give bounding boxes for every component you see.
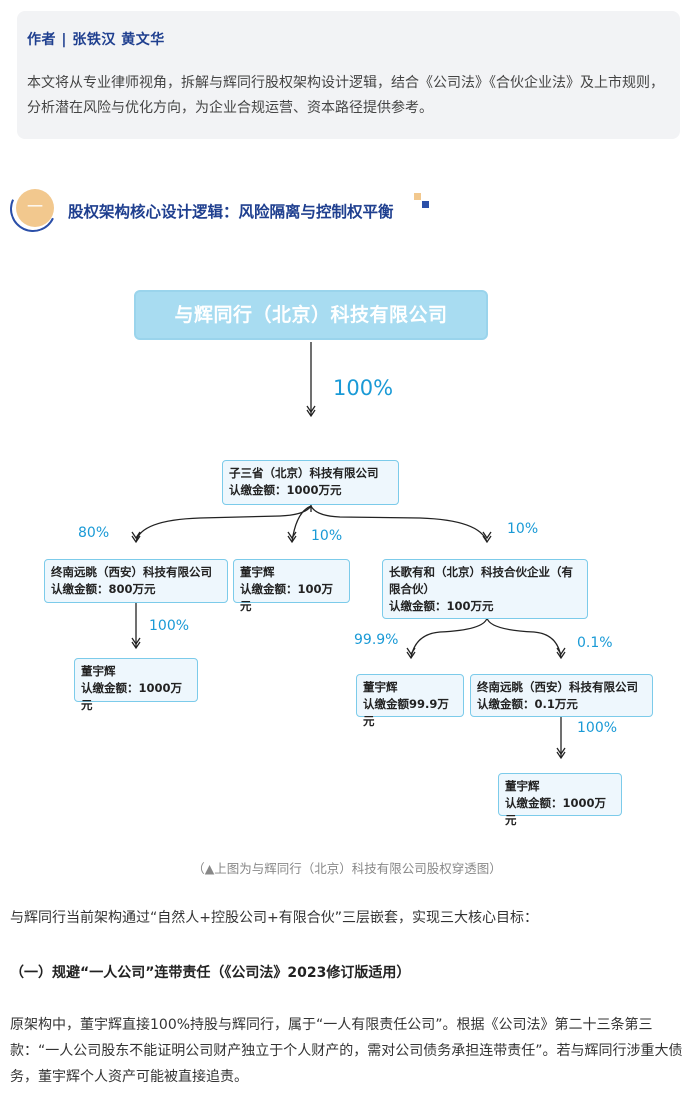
node-name: 终南远眺（西安）科技有限公司 bbox=[477, 680, 638, 694]
decor-square-blue bbox=[422, 201, 429, 208]
pct-100-c-label: 100% bbox=[577, 720, 618, 736]
node-zisansheng: 子三省（北京）科技有限公司 认缴金额：1000万元 bbox=[222, 460, 399, 505]
top-company-node: 与辉同行（北京）科技有限公司 bbox=[134, 290, 488, 340]
node-amount: 认缴金额99.9万元 bbox=[363, 697, 449, 728]
node-name: 长歌有和（北京）科技合伙企业（有限合伙） bbox=[389, 565, 573, 596]
node-name: 董宇辉 bbox=[505, 779, 540, 793]
node-amount: 认缴金额：100万元 bbox=[389, 599, 494, 613]
node-zhongnan-2: 终南远眺（西安）科技有限公司 认缴金额：0.1万元 bbox=[470, 674, 653, 717]
author-line: 作者 | 张铁汉 黄文华 bbox=[27, 32, 165, 48]
pct-top-label: 100% bbox=[333, 376, 394, 400]
pct-100-b-label: 100% bbox=[149, 618, 190, 634]
node-name: 董宇辉 bbox=[240, 565, 275, 579]
node-amount: 认缴金额：1000万元 bbox=[505, 796, 607, 827]
equity-structure-diagram: 与辉同行（北京）科技有限公司 100% 子三省（北京）科技有限公司 认缴金额：1… bbox=[0, 280, 694, 840]
section-title: 股权架构核心设计逻辑：风险隔离与控制权平衡 bbox=[68, 203, 394, 221]
node-dong-1000-a: 董宇辉 认缴金额：1000万元 bbox=[74, 658, 198, 712]
node-amount: 认缴金额：0.1万元 bbox=[477, 697, 578, 711]
intro-box: 作者 | 张铁汉 黄文华 本文将从专业律师视角，拆解与辉同行股权架构设计逻辑，结… bbox=[17, 11, 680, 139]
node-name: 董宇辉 bbox=[363, 680, 398, 694]
pct-10-a-label: 10% bbox=[311, 528, 343, 544]
node-zhongnan-1: 终南远眺（西安）科技有限公司 认缴金额：800万元 bbox=[44, 559, 228, 603]
diagram-caption: （▲上图为与辉同行（北京）科技有限公司股权穿透图） bbox=[192, 861, 502, 876]
node-amount: 认缴金额：1000万元 bbox=[81, 681, 183, 712]
decor-square-gold bbox=[414, 193, 421, 200]
connector-lines bbox=[131, 342, 566, 760]
node-dong-1000-b: 董宇辉 认缴金额：1000万元 bbox=[498, 773, 622, 827]
subheading-1: （一）规避“一人公司”连带责任（《公司法》2023修订版适用） bbox=[10, 965, 411, 981]
node-name: 终南远眺（西安）科技有限公司 bbox=[51, 565, 212, 579]
node-amount: 认缴金额：800万元 bbox=[51, 582, 156, 596]
pct-99-9-label: 99.9% bbox=[354, 632, 399, 648]
pct-80-label: 80% bbox=[78, 525, 110, 541]
node-name: 董宇辉 bbox=[81, 664, 116, 678]
node-amount: 认缴金额：100万元 bbox=[240, 582, 334, 613]
body-paragraph-1: 与辉同行当前架构通过“自然人+控股公司+有限合伙”三层嵌套，实现三大核心目标： bbox=[10, 910, 538, 926]
node-dong-99-9: 董宇辉 认缴金额99.9万元 bbox=[356, 674, 464, 728]
section-number: 一 bbox=[16, 189, 54, 227]
section-number-badge: 一 bbox=[3, 179, 63, 239]
section-heading: 一 股权架构核心设计逻辑：风险隔离与控制权平衡 bbox=[3, 179, 440, 239]
pct-10-b-label: 10% bbox=[507, 521, 539, 537]
pct-0-1-label: 0.1% bbox=[577, 635, 613, 651]
intro-text: 本文将从专业律师视角，拆解与辉同行股权架构设计逻辑，结合《公司法》《合伙企业法》… bbox=[27, 75, 664, 116]
node-name: 子三省（北京）科技有限公司 bbox=[229, 466, 379, 480]
node-dong-100: 董宇辉 认缴金额：100万元 bbox=[233, 559, 350, 613]
node-amount: 认缴金额：1000万元 bbox=[229, 483, 342, 497]
node-changge: 长歌有和（北京）科技合伙企业（有限合伙） 认缴金额：100万元 bbox=[382, 559, 588, 619]
body-paragraph-2: 原架构中，董宇辉直接100%持股与辉同行，属于“一人有限责任公司”。根据《公司法… bbox=[10, 1017, 683, 1085]
